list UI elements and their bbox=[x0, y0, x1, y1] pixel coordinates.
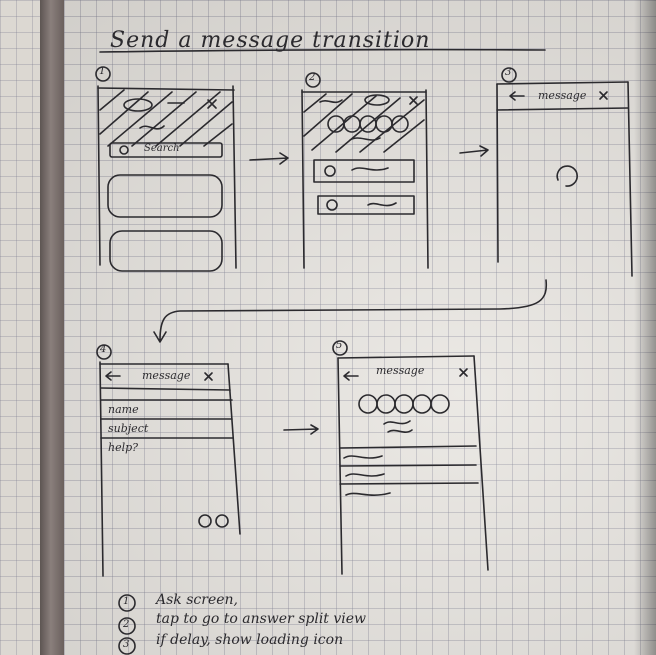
notebook-spine bbox=[40, 0, 64, 655]
note-1-text: Ask screen, bbox=[156, 592, 238, 608]
frame-5-header-title: message bbox=[376, 364, 425, 377]
back-arrow-icon bbox=[343, 371, 359, 381]
frame-1-subtitle-scribble bbox=[139, 125, 165, 130]
frame-2-number-circle bbox=[305, 72, 321, 88]
frame-1-card-2 bbox=[109, 230, 223, 272]
frame-5-right-edge bbox=[473, 355, 489, 571]
note-2-circle bbox=[118, 617, 136, 635]
frame-1-search-label: Search bbox=[144, 143, 180, 154]
frame-5-subtitle-line-2 bbox=[387, 429, 413, 433]
note-2-text: tap to go to answer split view bbox=[156, 611, 367, 627]
frame-5-divider-3 bbox=[339, 482, 479, 485]
frame-4-field-help: help? bbox=[108, 441, 139, 454]
frame-4 bbox=[96, 344, 241, 577]
frame-5-row-3-text bbox=[345, 492, 391, 496]
frame-3-right-edge bbox=[627, 81, 633, 277]
frame-1 bbox=[95, 66, 237, 272]
frame-2-left-edge bbox=[301, 89, 305, 269]
frame-3-number-circle bbox=[501, 67, 517, 83]
frame-5-close-icon bbox=[459, 368, 468, 377]
frame-5-row-1-text bbox=[343, 455, 383, 459]
frame-4-field-name: name bbox=[108, 403, 139, 416]
note-3-number: 3 bbox=[123, 639, 130, 650]
frame-2-row-2-text bbox=[367, 202, 397, 207]
note-1-circle bbox=[118, 594, 136, 612]
frame-3-top-edge bbox=[496, 81, 629, 85]
frame-1-number: 1 bbox=[99, 66, 106, 77]
facing-page-edge bbox=[0, 0, 40, 655]
frame-2-avatar-row bbox=[327, 115, 409, 133]
frame-2 bbox=[301, 72, 429, 269]
frame-4-field-subject: subject bbox=[108, 422, 149, 435]
note-3-circle bbox=[118, 637, 136, 655]
frame-2-back-scribble bbox=[319, 99, 343, 104]
frame-5-number-circle bbox=[332, 340, 348, 356]
frame-5-row-2-text bbox=[345, 473, 385, 477]
frame-2-row-text bbox=[351, 167, 389, 171]
frame-2-right-edge bbox=[425, 89, 429, 269]
frame-4-header-divider bbox=[100, 387, 231, 391]
frame-2-title-shape bbox=[364, 94, 390, 106]
frame-3-left-edge bbox=[496, 83, 499, 263]
frame-4-number: 4 bbox=[100, 344, 107, 355]
frame-2-number: 2 bbox=[309, 72, 316, 83]
loading-spinner-icon bbox=[556, 165, 578, 187]
frame-4-close-icon bbox=[204, 372, 213, 381]
attach-icon bbox=[198, 514, 212, 528]
frame-1-card-1 bbox=[107, 174, 223, 218]
note-1-number: 1 bbox=[123, 596, 130, 607]
frame-2-close-icon bbox=[409, 96, 418, 105]
back-arrow-icon bbox=[105, 371, 121, 381]
frame-1-header-hatching bbox=[99, 89, 233, 147]
frame-5-number: 5 bbox=[336, 340, 343, 351]
frame-2-header-hatching bbox=[303, 93, 425, 153]
page-title: Send a message transition bbox=[110, 28, 431, 53]
connector-arrow bbox=[153, 279, 548, 343]
frame-3-header-title: message bbox=[538, 89, 587, 102]
frame-2-row-avatar-icon bbox=[324, 165, 336, 177]
frame-5-avatar-row bbox=[358, 394, 450, 414]
note-3-text: if delay, show loading icon bbox=[156, 632, 344, 648]
arrow-icon bbox=[283, 424, 319, 435]
frame-1-right-edge bbox=[232, 85, 237, 269]
frame-1-search-bar bbox=[109, 142, 223, 158]
frame-3-close-icon bbox=[599, 91, 608, 100]
note-2-number: 2 bbox=[123, 619, 130, 630]
search-icon bbox=[119, 145, 129, 155]
send-icon bbox=[215, 514, 229, 528]
arrow-icon bbox=[459, 145, 489, 157]
frame-1-number-circle bbox=[95, 66, 111, 82]
frame-3 bbox=[496, 67, 633, 277]
frame-1-top-edge bbox=[97, 87, 235, 91]
frame-4-number-circle bbox=[96, 344, 112, 360]
frame-5-divider-1 bbox=[339, 445, 477, 449]
frame-2-selected-row bbox=[313, 159, 415, 183]
arrow-icon bbox=[249, 152, 289, 165]
frame-3-header-divider bbox=[496, 107, 629, 111]
frame-2-row-2 bbox=[317, 195, 415, 215]
frame-1-avatar-icon bbox=[123, 98, 153, 112]
frame-4-right-edge bbox=[227, 363, 241, 535]
page-shadow bbox=[634, 0, 656, 655]
frame-2-subtitle-scribble bbox=[349, 137, 381, 141]
frame-5-divider-2 bbox=[339, 464, 477, 467]
back-arrow-icon bbox=[509, 91, 525, 101]
title-underline bbox=[99, 48, 546, 53]
frame-3-number: 3 bbox=[505, 67, 512, 78]
frame-1-left-edge bbox=[97, 85, 101, 266]
frame-5-subtitle-line-1 bbox=[383, 420, 411, 425]
frame-4-header-title: message bbox=[142, 369, 191, 382]
frame-4-left-edge bbox=[99, 361, 104, 577]
frame-2-row-2-avatar-icon bbox=[326, 199, 338, 211]
frame-5-top-edge bbox=[337, 355, 475, 359]
frame-5 bbox=[332, 340, 489, 575]
frame-1-close-icon bbox=[207, 99, 217, 109]
